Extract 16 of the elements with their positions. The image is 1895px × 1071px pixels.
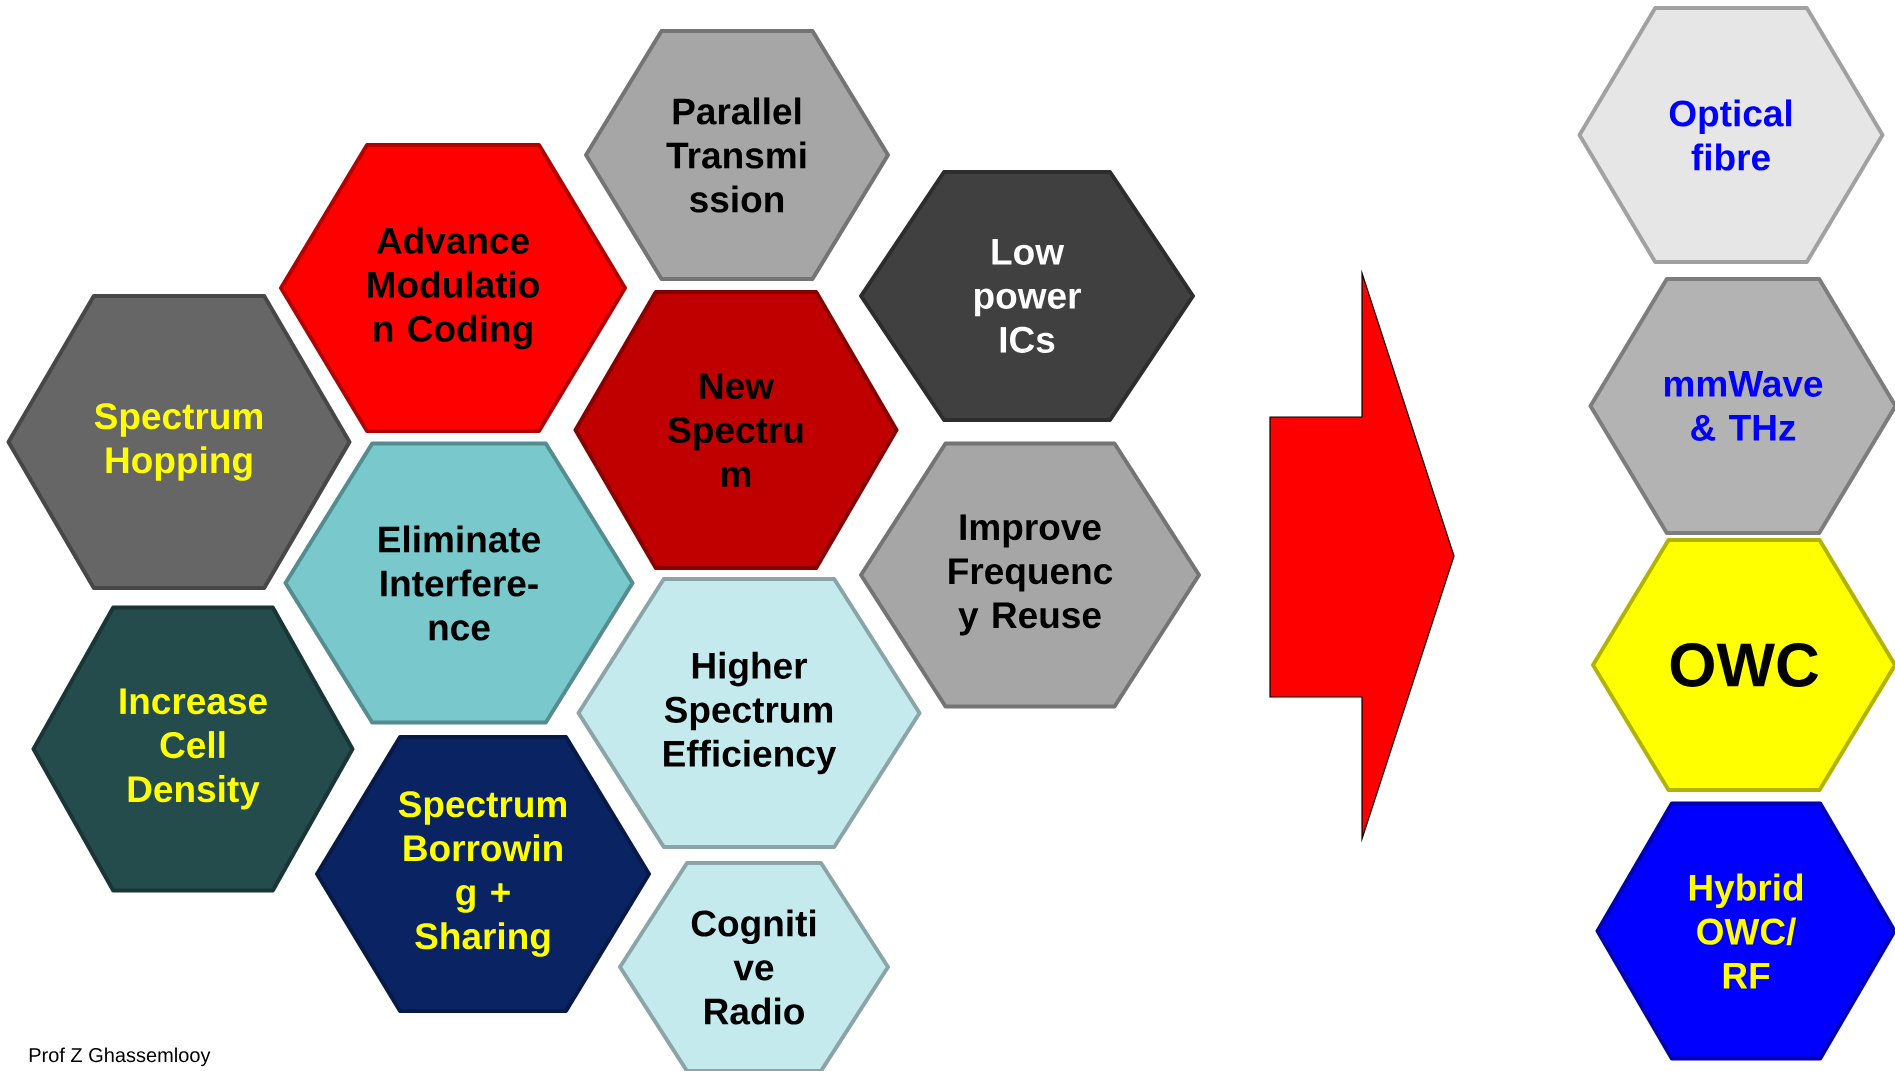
hexagon: Spectrum Hopping (6, 294, 352, 590)
hexagon: Improve Frequenc y Reuse (859, 441, 1201, 709)
author-credit: Prof Z Ghassemlooy (29, 1047, 211, 1067)
hexagon: Parallel Transmi ssion (584, 29, 890, 281)
hexagon: Eliminate Interfere- nce (283, 441, 635, 725)
hexagon: Hybrid OWC/ RF (1595, 801, 1895, 1061)
hexagon: Cogniti ve Radio (618, 861, 890, 1071)
hexagon: Advance Modulatio n Coding (279, 143, 627, 433)
hexagon: Low power ICs (859, 170, 1195, 422)
hexagon: Increase Cell Density (31, 605, 355, 893)
hexagon: Spectrum Borrowin g + Sharing (315, 735, 651, 1013)
hexagon: Higher Spectrum Efficiency (576, 577, 922, 849)
hexagon: mmWave & THz (1588, 277, 1895, 535)
hexagon: New Spectru m (573, 290, 899, 570)
hexagon: Optical fibre (1577, 6, 1885, 264)
hexagon: OWC (1591, 538, 1895, 792)
